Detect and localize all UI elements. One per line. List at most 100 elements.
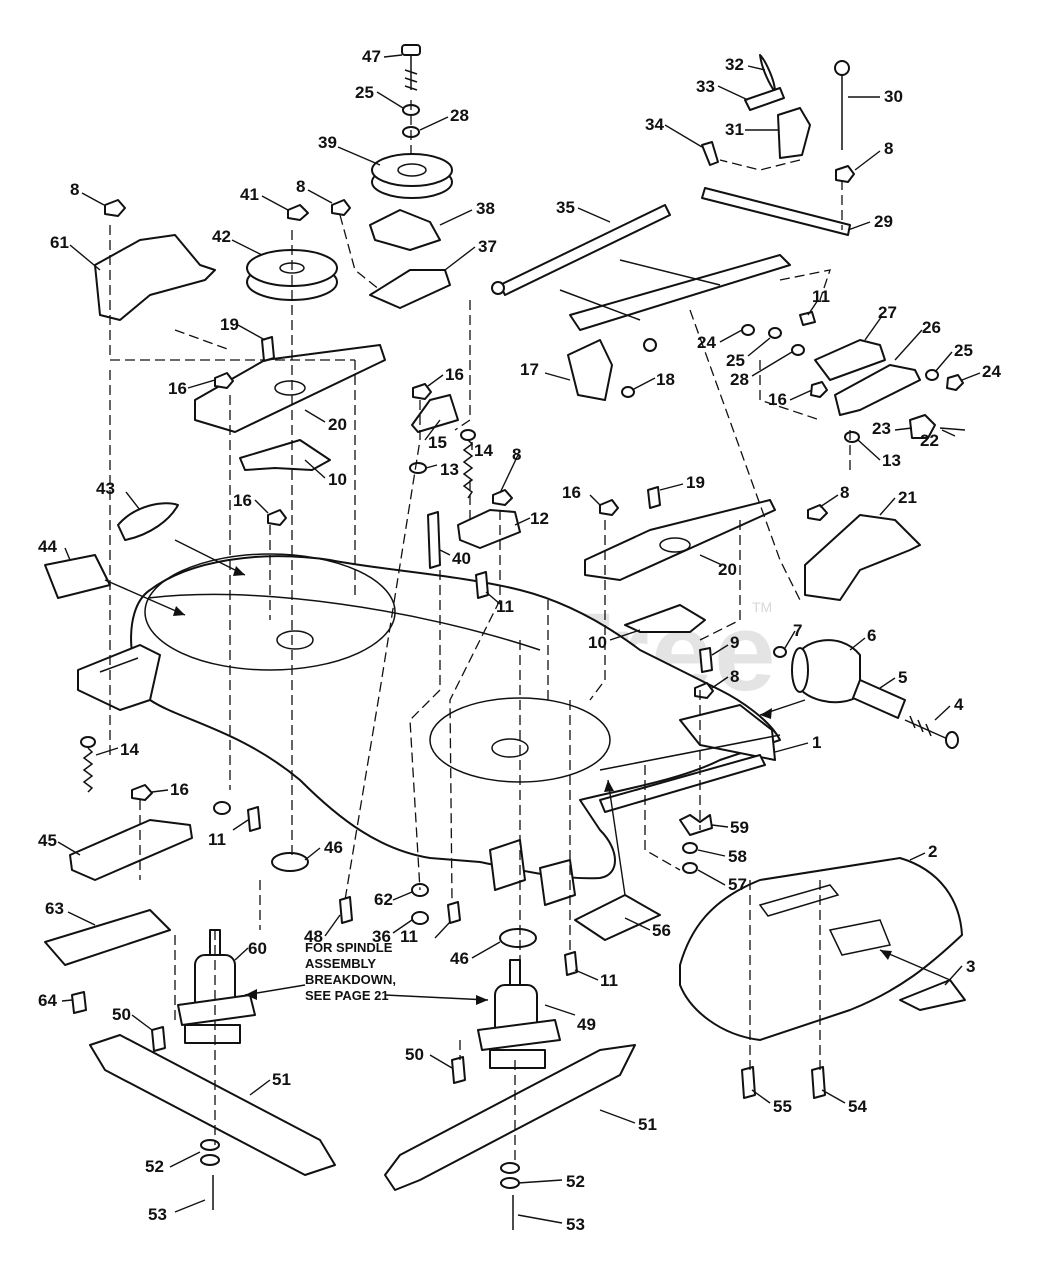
callout-36: 36: [372, 927, 391, 946]
callout-8: 8: [884, 139, 893, 158]
bolt: [904, 715, 959, 749]
callout-46: 46: [450, 949, 469, 968]
bolt: [741, 1066, 756, 1099]
hex-nut: [412, 383, 432, 400]
callout-33: 33: [696, 77, 715, 96]
hex-nut: [810, 381, 828, 398]
callout-46: 46: [324, 838, 343, 857]
note-line-4: SEE PAGE 21: [305, 988, 389, 1003]
callout-31: 31: [725, 120, 744, 139]
callout-16: 16: [562, 483, 581, 502]
watermark-trademark: TM: [752, 599, 772, 615]
washer: [682, 862, 698, 874]
hex-nut: [287, 204, 309, 221]
callout-10: 10: [588, 633, 607, 652]
decal-triangle: [117, 502, 179, 541]
hex-nut: [131, 784, 153, 801]
callout-11: 11: [600, 971, 618, 990]
rear-bracket: [69, 819, 193, 881]
spindle-plate: [194, 344, 386, 433]
decal-square: [574, 894, 661, 941]
washer: [773, 646, 787, 658]
washer: [500, 1162, 520, 1174]
adjuster-bracket: [834, 364, 921, 416]
shoulder-pin: [427, 511, 441, 569]
washer: [682, 842, 698, 854]
clevis-pin: [744, 87, 785, 111]
callout-4: 4: [954, 695, 964, 714]
bracket-15: [411, 394, 459, 433]
pin: [699, 647, 713, 673]
bolt: [261, 336, 275, 362]
leader-lines: [57, 54, 981, 1224]
spring-cap: [460, 429, 476, 441]
callout-25: 25: [954, 341, 973, 360]
callout-8: 8: [70, 180, 79, 199]
callout-52: 52: [145, 1157, 164, 1176]
gauge-wheel: [791, 639, 861, 704]
callout-53: 53: [566, 1215, 585, 1234]
callout-56: 56: [652, 921, 671, 940]
callout-58: 58: [728, 847, 747, 866]
callout-24: 24: [697, 333, 716, 352]
callout-16: 16: [445, 365, 464, 384]
callout-54: 54: [848, 1097, 867, 1116]
callout-34: 34: [645, 115, 664, 134]
callout-44: 44: [38, 537, 57, 556]
spindle-plate: [584, 499, 776, 581]
callout-15: 15: [428, 433, 447, 452]
cotter-pin: [701, 141, 719, 166]
callout-30: 30: [884, 87, 903, 106]
callout-17: 17: [520, 360, 539, 379]
bolt: [939, 427, 966, 431]
adjuster-plate: [814, 339, 886, 381]
callout-57: 57: [728, 875, 747, 894]
hex-nut: [599, 499, 619, 516]
callout-39: 39: [318, 133, 337, 152]
callout-16: 16: [170, 780, 189, 799]
callout-25: 25: [726, 351, 745, 370]
callout-52: 52: [566, 1172, 585, 1191]
callout-11: 11: [400, 927, 418, 946]
callout-16: 16: [168, 379, 187, 398]
screw: [71, 991, 87, 1014]
callout-1: 1: [812, 733, 821, 752]
callout-27: 27: [878, 303, 897, 322]
belt-cover: [679, 857, 966, 1041]
hairpin: [759, 54, 776, 93]
washer: [200, 1139, 220, 1151]
pin: [621, 386, 635, 398]
hex-nut: [946, 374, 964, 391]
hex-nut: [331, 199, 351, 216]
callout-40: 40: [452, 549, 471, 568]
carriage-bolt: [799, 311, 816, 326]
washer: [500, 1177, 520, 1189]
callout-38: 38: [476, 199, 495, 218]
callout-2: 2: [928, 842, 937, 861]
direction-arrows: [104, 539, 951, 1005]
callout-42: 42: [212, 227, 231, 246]
callout-50: 50: [405, 1045, 424, 1064]
bolt: [564, 951, 578, 976]
callout-28: 28: [450, 106, 469, 125]
callout-22: 22: [920, 431, 939, 450]
callout-16: 16: [768, 390, 787, 409]
callout-59: 59: [730, 818, 749, 837]
callout-48: 48: [304, 927, 323, 946]
callout-37: 37: [478, 237, 497, 256]
hex-nut: [214, 372, 234, 389]
callout-13: 13: [440, 460, 459, 479]
note-line-3: BREAKDOWN,: [305, 972, 396, 987]
callout-16: 16: [233, 491, 252, 510]
callout-62: 62: [374, 890, 393, 909]
note-line-2: ASSEMBLY: [305, 956, 376, 971]
hex-nut: [104, 199, 126, 217]
callout-8: 8: [840, 483, 849, 502]
bolt: [811, 1066, 826, 1099]
blade-right: [384, 1044, 636, 1191]
belt-guide-bracket: [94, 234, 216, 321]
washer: [844, 431, 860, 443]
bolt: [647, 486, 661, 509]
hex-nut: [267, 509, 287, 526]
callout-60: 60: [248, 939, 267, 958]
